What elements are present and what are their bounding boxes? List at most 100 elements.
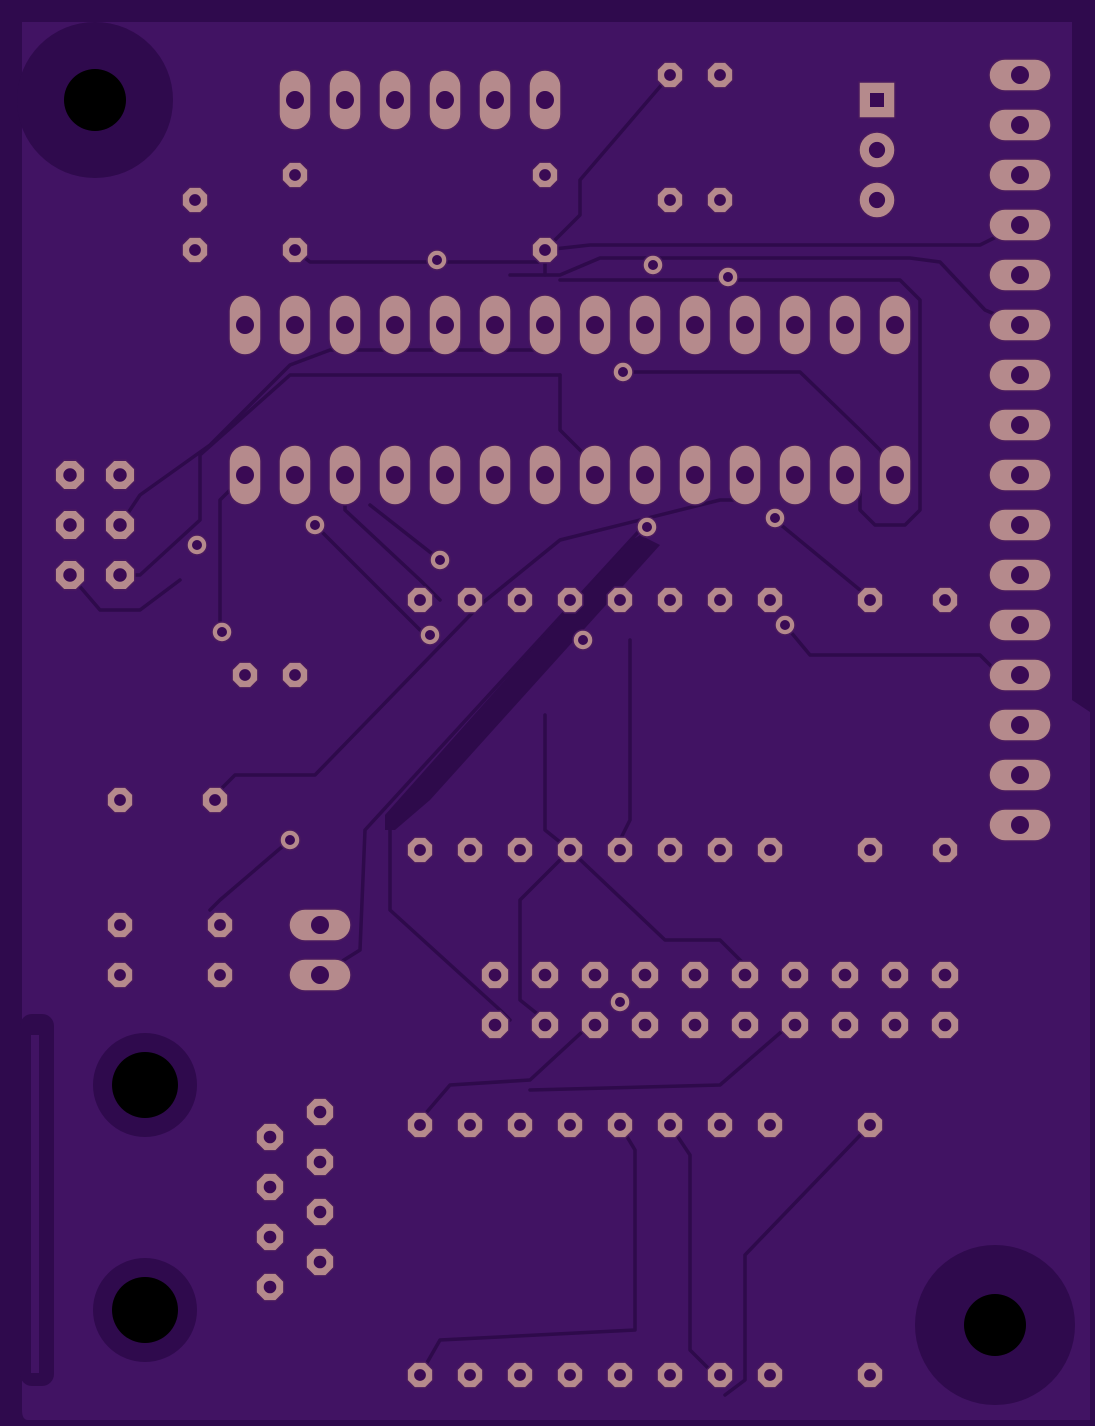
- trace-14: [368, 503, 442, 562]
- mount-hole-left-1: [112, 1052, 178, 1118]
- power-header-pin-1-drill: [870, 93, 884, 107]
- pad-misc-10-drill: [539, 244, 551, 256]
- header-right-pin-11-drill: [1011, 566, 1029, 584]
- via-5-drill: [310, 520, 320, 530]
- ic-row-2-pin-3-drill: [514, 844, 526, 856]
- header-2x10-a-4-drill: [638, 968, 652, 982]
- trace-22: [518, 848, 572, 1022]
- header-2x10-b-1-drill: [488, 1018, 502, 1032]
- ic-top-row-pin-12-drill: [786, 316, 804, 334]
- via-7-drill: [642, 522, 652, 532]
- pad-right-4-drill: [939, 844, 951, 856]
- ic-bottom-row-pin-1-drill: [236, 466, 254, 484]
- header-2x10-a-2-drill: [538, 968, 552, 982]
- header-right-pin-16-drill: [1011, 816, 1029, 834]
- header-left-pin-4-drill: [113, 518, 127, 532]
- ic-bottom-row-pin-5-drill: [436, 466, 454, 484]
- header-2x10-a-7-drill: [788, 968, 802, 982]
- db9-top-pin-3-drill: [313, 1205, 327, 1219]
- trace-7: [118, 373, 562, 577]
- header-2x10-a-1-drill: [488, 968, 502, 982]
- trace-27: [418, 1123, 637, 1377]
- ic-top-row-pin-7-drill: [536, 316, 554, 334]
- jumper-pin-2-drill: [311, 966, 329, 984]
- jumper-pin-1-drill: [311, 916, 329, 934]
- ic-row-4-pin-5-drill: [614, 1369, 626, 1381]
- via-14-drill: [285, 835, 295, 845]
- copper-pour: [22, 22, 1090, 1420]
- ic-row-2-pin-2-drill: [464, 844, 476, 856]
- ic-top-row-pin-5-drill: [436, 316, 454, 334]
- db9-bottom-pin-2-drill: [263, 1180, 277, 1194]
- power-header-pin-3-drill: [868, 191, 886, 209]
- header-right-pin-13-drill: [1011, 666, 1029, 684]
- header-right-pin-14-drill: [1011, 716, 1029, 734]
- ic-row-4-pin-8-drill: [764, 1369, 776, 1381]
- ic-bottom-row-pin-13-drill: [836, 466, 854, 484]
- trace-20: [618, 638, 632, 842]
- via-11-drill: [578, 635, 588, 645]
- ic-top-row-pin-3-drill: [336, 316, 354, 334]
- via-13-drill: [217, 627, 227, 637]
- connector-top-pin-6-drill: [536, 91, 554, 109]
- header-right-pin-12-drill: [1011, 616, 1029, 634]
- connector-top-pin-2-drill: [336, 91, 354, 109]
- header-2x10-a-6-drill: [738, 968, 752, 982]
- pad-misc-14-drill: [209, 794, 221, 806]
- ic-row-3-pin-3-drill: [514, 1119, 526, 1131]
- ic-row-3-pin-6-drill: [664, 1119, 676, 1131]
- ic-row-3-pin-1-drill: [414, 1119, 426, 1131]
- header-left-pin-1-drill: [63, 468, 77, 482]
- pad-misc-2-drill: [714, 69, 726, 81]
- trace-10: [68, 573, 182, 612]
- header-right-pin-7-drill: [1011, 366, 1029, 384]
- ic-row-1-pin-7-drill: [714, 594, 726, 606]
- ic-row-2-pin-8-drill: [764, 844, 776, 856]
- ic-bottom-row-pin-12-drill: [786, 466, 804, 484]
- pad-misc-12-drill: [289, 669, 301, 681]
- header-2x10-b-7-drill: [788, 1018, 802, 1032]
- ic-row-1-pin-3-drill: [514, 594, 526, 606]
- header-2x10-a-5-drill: [688, 968, 702, 982]
- ic-row-1-pin-4-drill: [564, 594, 576, 606]
- header-right-pin-10-drill: [1011, 516, 1029, 534]
- trace-28: [668, 1123, 717, 1377]
- ic-row-3-pin-5-drill: [614, 1119, 626, 1131]
- pad-right-5-drill: [864, 1119, 876, 1131]
- header-2x10-a-10-drill: [938, 968, 952, 982]
- ic-row-4-pin-4-drill: [564, 1369, 576, 1381]
- header-2x10-b-10-drill: [938, 1018, 952, 1032]
- db9-bottom-pin-1-drill: [263, 1130, 277, 1144]
- ic-top-row-pin-4-drill: [386, 316, 404, 334]
- pad-misc-11-drill: [239, 669, 251, 681]
- trace-25: [418, 1018, 597, 1122]
- connector-top-pin-4-drill: [436, 91, 454, 109]
- pad-misc-18-drill: [214, 969, 226, 981]
- trace-23: [568, 848, 747, 967]
- pad-right-6-drill: [864, 1369, 876, 1381]
- pad-misc-17-drill: [114, 969, 126, 981]
- via-12-drill: [780, 620, 790, 630]
- pad-misc-7-drill: [189, 194, 201, 206]
- pad-misc-1-drill: [664, 69, 676, 81]
- ic-row-1-pin-8-drill: [764, 594, 776, 606]
- ic-top-row-pin-9-drill: [636, 316, 654, 334]
- header-left-pin-2-drill: [113, 468, 127, 482]
- ic-top-row-pin-13-drill: [836, 316, 854, 334]
- mount-hole-top-left: [64, 69, 126, 131]
- ic-row-2-pin-1-drill: [414, 844, 426, 856]
- via-2-drill: [648, 260, 658, 270]
- pad-misc-6-drill: [539, 169, 551, 181]
- ic-row-3-pin-7-drill: [714, 1119, 726, 1131]
- ic-bottom-row-pin-8-drill: [586, 466, 604, 484]
- header-right-pin-2-drill: [1011, 116, 1029, 134]
- header-right-pin-4-drill: [1011, 216, 1029, 234]
- via-4-drill: [618, 367, 628, 377]
- ic-top-row-pin-2-drill: [286, 316, 304, 334]
- pad-right-3-drill: [864, 844, 876, 856]
- connector-top-pin-3-drill: [386, 91, 404, 109]
- header-2x10-b-6-drill: [738, 1018, 752, 1032]
- trace-16: [208, 838, 292, 912]
- via-6-drill: [192, 540, 202, 550]
